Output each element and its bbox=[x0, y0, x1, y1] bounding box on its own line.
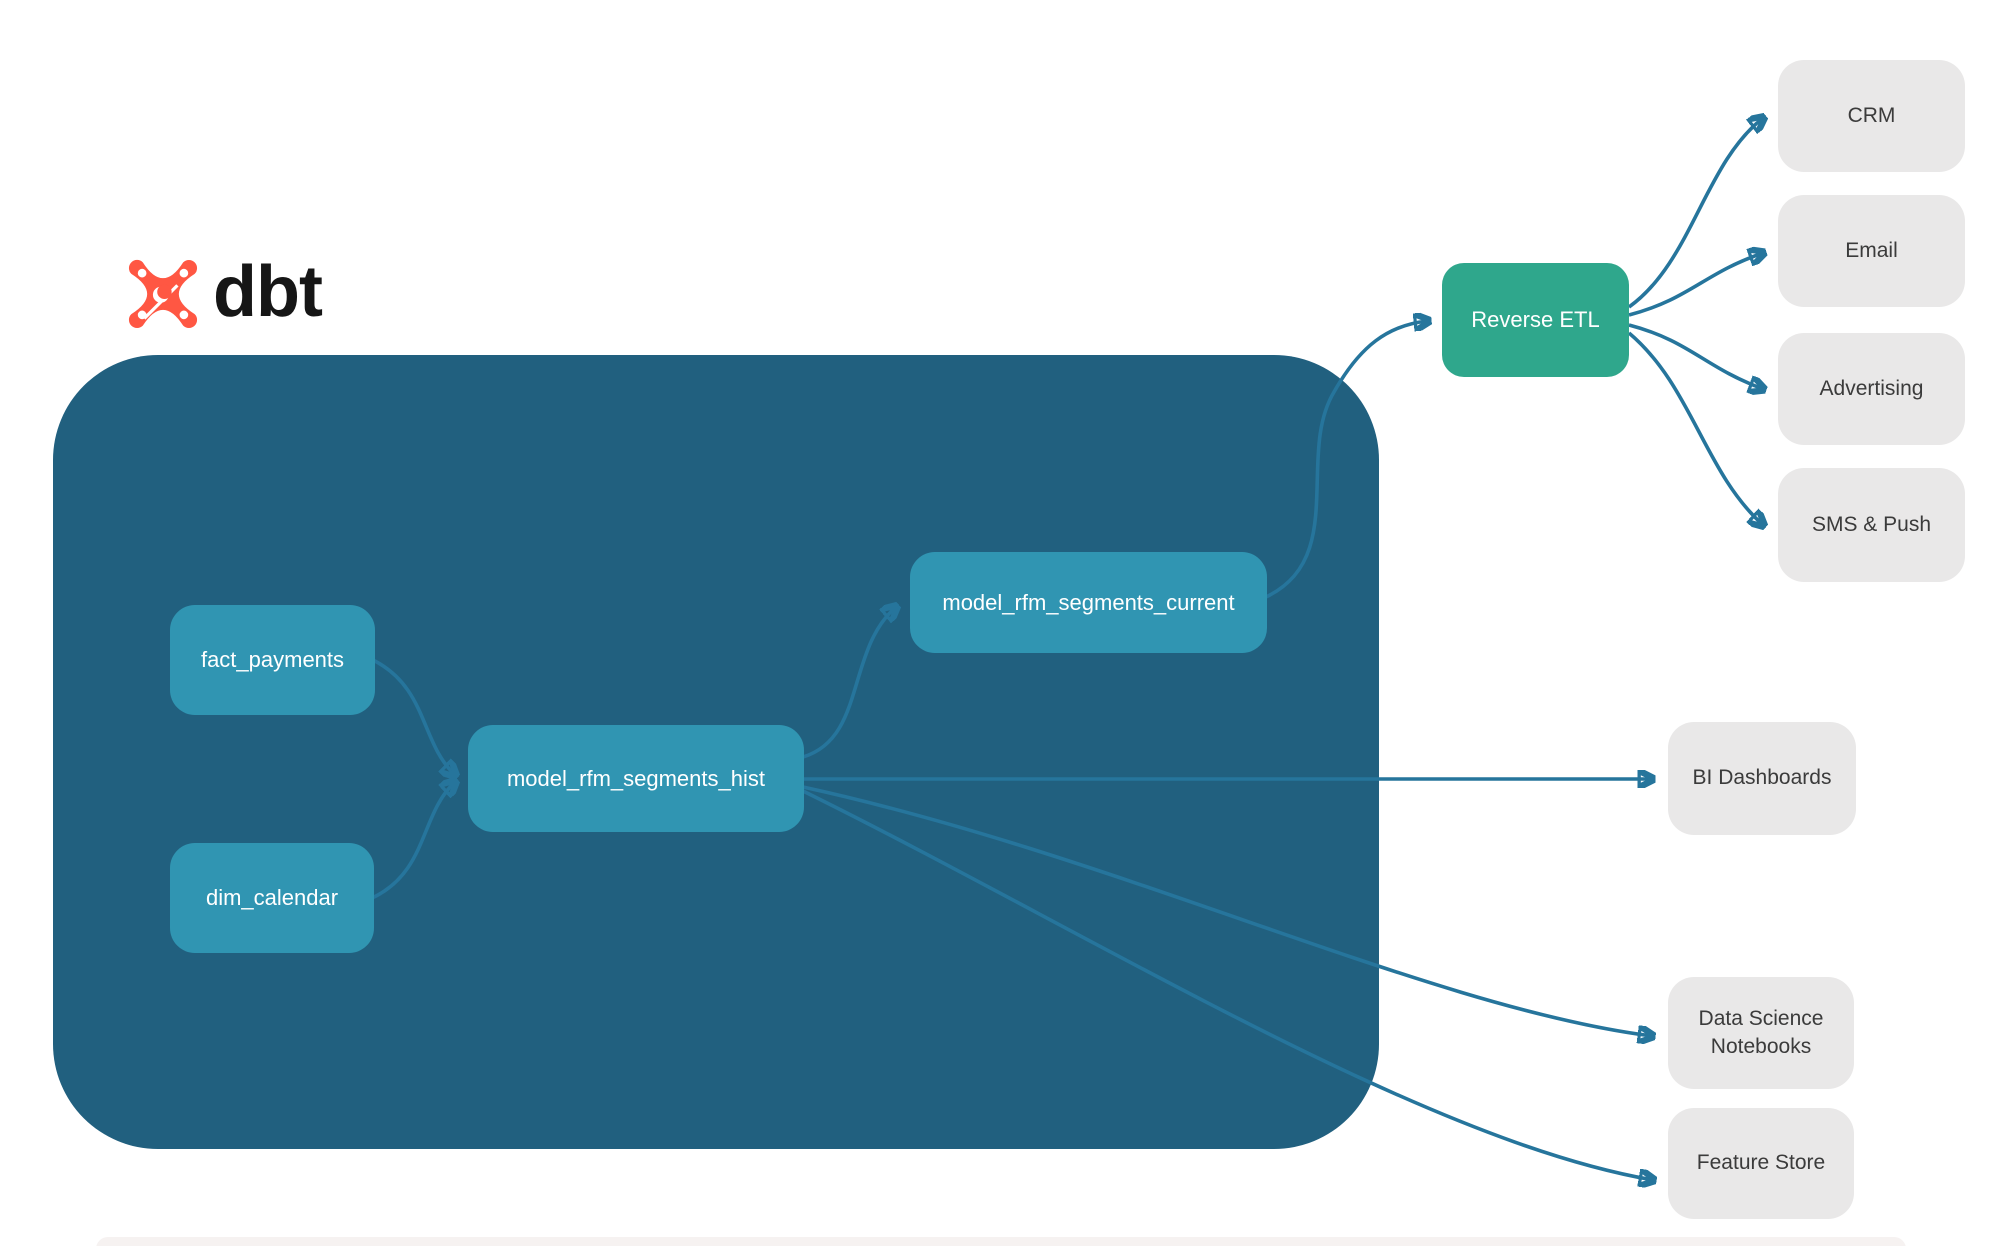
edge-reverse-etl-to-email bbox=[1628, 253, 1763, 317]
node-advertising-label: Advertising bbox=[1819, 376, 1924, 400]
edge-reverse-etl-to-sms-push bbox=[1627, 331, 1763, 525]
node-fact-payments: fact_payments bbox=[170, 605, 375, 715]
node-sms-push: SMS & Push bbox=[1778, 468, 1965, 582]
dbt-logo: dbt bbox=[127, 252, 323, 333]
node-email: Email bbox=[1778, 195, 1965, 307]
node-reverse-etl: Reverse ETL bbox=[1442, 263, 1629, 377]
node-bi-dashboards: BI Dashboards bbox=[1668, 722, 1856, 835]
node-fact-payments-label: fact_payments bbox=[200, 647, 345, 673]
node-feature-store-label: Feature Store bbox=[1696, 1151, 1826, 1175]
node-dim-calendar: dim_calendar bbox=[170, 843, 374, 953]
node-model-rfm-segments-current-label: model_rfm_segments_current bbox=[942, 589, 1235, 615]
node-bi-dashboards-label: BI Dashboards bbox=[1692, 766, 1832, 790]
node-model-rfm-segments-current: model_rfm_segments_current bbox=[910, 552, 1267, 653]
edge-reverse-etl-to-crm bbox=[1627, 118, 1763, 309]
node-crm-label: CRM bbox=[1847, 103, 1896, 127]
node-email-label: Email bbox=[1845, 238, 1898, 262]
node-feature-store: Feature Store bbox=[1668, 1108, 1854, 1219]
dbt-logo-text: dbt bbox=[213, 252, 323, 332]
bottom-peeking-card bbox=[96, 1237, 1906, 1246]
node-dim-calendar-label: dim_calendar bbox=[205, 885, 339, 911]
dbt-logo-icon bbox=[128, 259, 198, 329]
edge-reverse-etl-to-advertising bbox=[1628, 323, 1763, 389]
node-data-science-notebooks-label: Data Science Notebooks bbox=[1698, 1006, 1824, 1058]
node-data-science-notebooks: Data Science Notebooks bbox=[1668, 977, 1854, 1089]
node-sms-push-label: SMS & Push bbox=[1811, 512, 1932, 536]
node-model-rfm-segments-hist: model_rfm_segments_hist bbox=[468, 725, 804, 832]
node-crm: CRM bbox=[1778, 60, 1965, 172]
node-model-rfm-segments-hist-label: model_rfm_segments_hist bbox=[506, 765, 765, 791]
node-reverse-etl-label: Reverse ETL bbox=[1471, 307, 1600, 333]
node-advertising: Advertising bbox=[1778, 333, 1965, 445]
